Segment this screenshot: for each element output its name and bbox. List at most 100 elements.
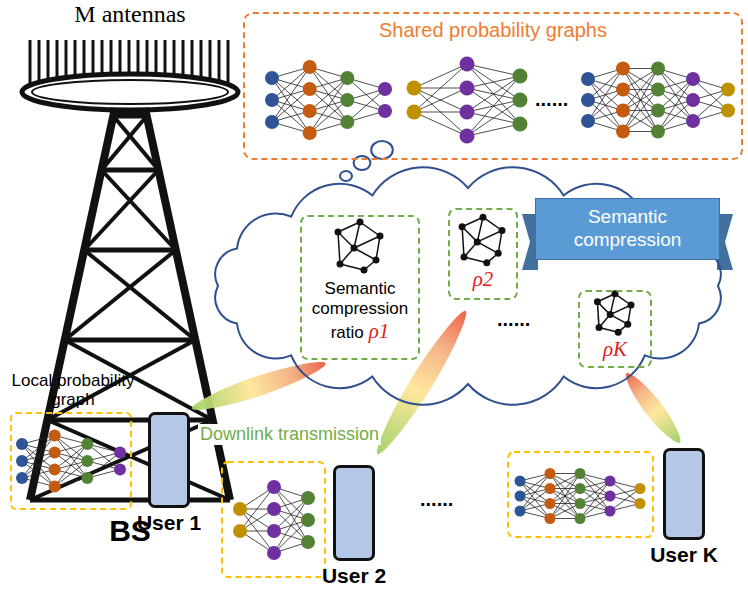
downlink-beam [192,362,326,410]
tower-brace [65,250,176,340]
graph-vertex [616,104,630,118]
tower-bar [65,338,196,343]
graph-edge [354,248,376,260]
graph-edge [414,88,467,112]
graph-vertex [513,69,528,84]
graph-vertex [378,82,392,96]
graph-vertex [16,438,28,450]
graph-vertex [686,93,700,107]
graph-vertex [337,261,344,268]
probability-graph-icon [515,468,646,524]
graph-vertex [233,502,247,516]
semantic-banner: Semantic compression [535,198,720,260]
graph-vertex [515,491,526,502]
graph-edge [414,88,467,136]
graph-vertex [49,430,61,442]
graph-vertex [651,125,665,139]
compression-box: ρ2 [448,208,518,300]
graph-edge [340,264,364,270]
antenna-element [101,40,104,75]
graph-vertex [303,104,317,118]
graph-edge [347,89,385,122]
beam-shape [626,373,681,443]
node-text: Semantic compression ratio [312,279,408,342]
user-device: User 1 [148,412,190,508]
tower-bar [30,498,230,503]
graph-edge [22,453,55,479]
node-text: ρ2 [454,268,512,291]
graph-edge [550,474,580,519]
graph-vertex [357,219,364,226]
graph-vertex [301,513,315,527]
antenna-element [137,40,140,74]
graph-vertex [495,250,502,257]
antenna-element [200,40,203,78]
node-text: User 1 [137,511,201,535]
graph-vertex [377,233,384,240]
antenna-element [92,40,95,75]
node-text: ...... [535,88,568,111]
node-text: ...... [497,308,530,331]
graph-vertex [114,464,126,476]
graph-edge [272,100,310,133]
graph-edge [272,89,310,122]
graph-vertex [16,455,28,467]
beam-shape [377,311,466,454]
graph-vertex [303,126,317,140]
graph-vertex [303,82,317,96]
graph-edge [338,222,360,232]
node-text: Semantic compression [564,206,691,252]
graph-edge [338,232,340,264]
graph-vertex [581,72,595,86]
graph-vertex [267,546,281,560]
graph-edge [414,112,467,113]
graph-vertex [460,57,475,72]
station-label: M antennas [74,0,185,29]
graph-edge [310,100,348,133]
antenna-element [155,40,158,75]
graph-vertex [459,223,466,230]
graph-vertex [407,105,422,120]
graph-vertex [460,105,475,120]
graph-vertex [461,254,468,261]
antenna-element [119,40,122,74]
graph-vertex [49,447,61,459]
graph-vertex [651,83,665,97]
graph-edge [467,76,520,136]
graph-vertex [628,302,635,309]
graph-vertex [545,483,556,494]
antenna-element [29,40,32,85]
graph-vertex [265,93,279,107]
tower-brace [102,116,147,170]
graph-edge [610,489,640,512]
local-graph-box: Local probability graph [10,412,132,510]
probability-graph-icon [233,480,315,560]
graph-edge [274,520,308,553]
user-device: User 2 [333,465,375,561]
compression-box: Semantic compression ratioρ1 [300,215,420,360]
graph-edge [520,489,550,512]
antenna-element [56,40,59,79]
graph-vertex [351,245,358,252]
antenna-element [110,40,113,74]
graph-edge [467,100,520,136]
graph-edge [477,217,483,242]
graph-edge [597,302,599,328]
tower-brace [84,250,195,340]
graph-vertex [721,104,735,118]
semantic-graph-icon [459,214,506,267]
thought-bubble [371,141,393,159]
graph-edge [376,236,380,260]
graph-edge [414,88,467,112]
downlink-beam [377,311,466,454]
graph-edge [354,236,380,248]
antenna-element [146,40,149,74]
graph-vertex [301,535,315,549]
graph-vertex [616,125,630,139]
graph-edge [467,124,520,136]
graph-vertex [499,227,506,234]
graph-vertex [340,93,354,107]
graph-vertex [575,468,586,479]
graph-vertex [545,498,556,509]
